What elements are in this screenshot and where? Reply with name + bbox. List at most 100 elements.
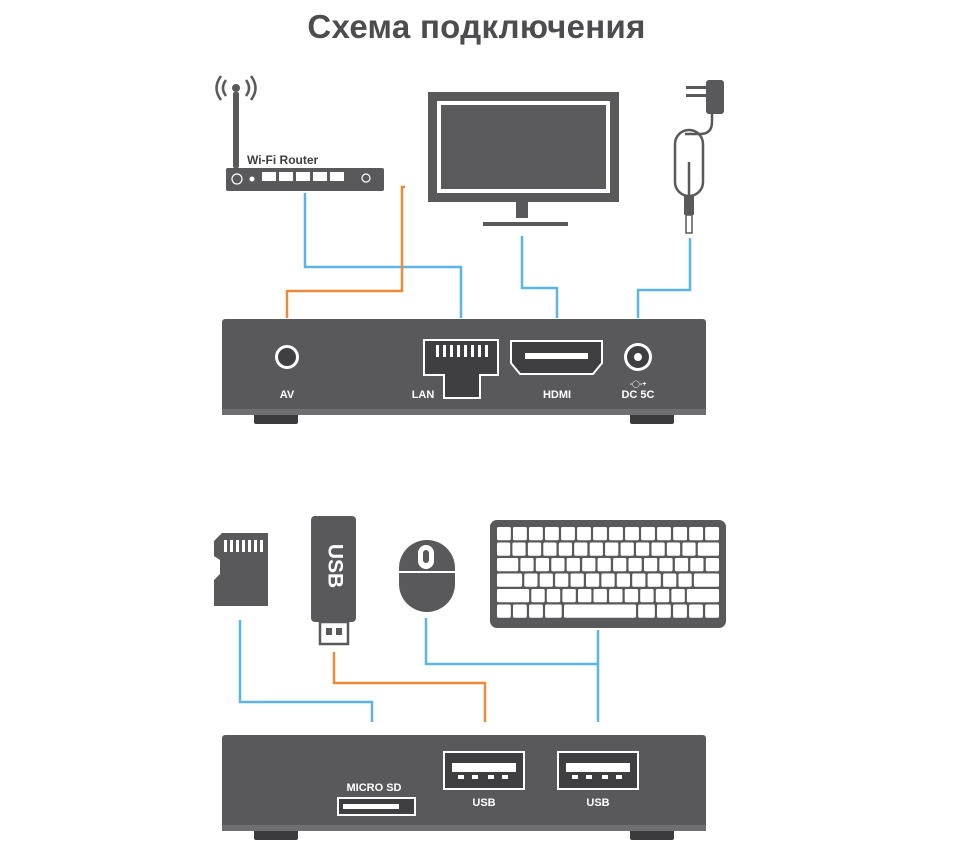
keyboard-key xyxy=(586,573,600,587)
keyboard-key xyxy=(632,573,646,587)
av-cable xyxy=(285,185,405,318)
keyboard-key xyxy=(601,573,615,587)
keyboard-key xyxy=(624,589,639,603)
keyboard-key xyxy=(674,558,689,572)
keyboard-key xyxy=(589,542,603,556)
keyboard-key xyxy=(657,604,671,618)
keyboard-key xyxy=(689,604,703,618)
keyboard-key xyxy=(558,542,572,556)
page-title: Схема подключения xyxy=(307,8,646,45)
usb-stick-cable xyxy=(332,652,487,722)
usb-stick-label: USB xyxy=(323,544,346,588)
keyboard-key xyxy=(655,589,670,603)
keyboard-key xyxy=(686,589,719,603)
keyboard-key xyxy=(578,589,592,603)
av-label: AV xyxy=(280,389,295,401)
power-cable xyxy=(636,238,692,318)
cables-top xyxy=(285,185,692,318)
usb-port-1: USB xyxy=(443,751,525,809)
keyboard-key xyxy=(527,542,542,556)
usb-flash-drive-icon: USB xyxy=(311,516,356,646)
keyboard-key xyxy=(512,542,526,556)
keyboard-key xyxy=(513,604,527,618)
bottom-device: MICRO SD USB U xyxy=(222,735,706,840)
keyboard-key xyxy=(497,542,511,556)
keyboard-key xyxy=(644,558,658,572)
lan-cable xyxy=(303,193,463,318)
keyboard-key xyxy=(671,589,685,603)
keyboard-key xyxy=(689,527,703,541)
dc-label: DC 5C xyxy=(621,389,654,401)
keyboard-key xyxy=(705,604,719,618)
keyboard-key xyxy=(546,589,561,603)
top-device: AV LAN HDMI xyxy=(222,319,706,424)
keyboard-key xyxy=(605,542,619,556)
keyboard-key xyxy=(524,573,538,587)
keyboard-key xyxy=(574,542,588,556)
keyboard-key xyxy=(513,527,527,541)
monitor-icon xyxy=(428,92,619,226)
hdmi-cable xyxy=(520,236,559,318)
keyboard-key xyxy=(497,604,511,618)
keyboard-key xyxy=(593,589,607,603)
keyboard-key xyxy=(641,527,655,541)
keyboard-key xyxy=(678,573,692,587)
keyboard-key xyxy=(673,527,687,541)
keyboard-key xyxy=(539,573,553,587)
keyboard-key xyxy=(666,542,681,556)
lan-label: LAN xyxy=(412,389,435,401)
keyboard-key xyxy=(566,558,580,572)
keyboard-key xyxy=(561,527,575,541)
keyboard-key xyxy=(640,589,654,603)
keyboard-key xyxy=(562,589,576,603)
keyboard-key xyxy=(609,527,623,541)
keyboard-key xyxy=(564,604,636,618)
keyboard-key xyxy=(529,527,543,541)
keyboard-key xyxy=(577,527,591,541)
keyboard-key xyxy=(497,589,530,603)
keyboard-key xyxy=(673,604,687,618)
keyboard-keys xyxy=(497,527,719,618)
keyboard-key xyxy=(628,558,642,572)
keyboard-key xyxy=(697,542,719,556)
usb-port-2: USB xyxy=(557,751,639,809)
usb-port-2-label: USB xyxy=(586,797,609,809)
mouse-cable xyxy=(424,618,598,666)
keyboard-key xyxy=(613,558,627,572)
usb-port-1-label: USB xyxy=(472,797,495,809)
keyboard-key xyxy=(551,558,565,572)
router-label: Wi-Fi Router xyxy=(247,153,319,167)
keyboard-key xyxy=(555,573,569,587)
keyboard-key xyxy=(663,573,677,587)
keyboard-key xyxy=(659,558,673,572)
keyboard-key xyxy=(543,542,557,556)
keyboard-key xyxy=(609,589,623,603)
keyboard-key xyxy=(535,558,549,572)
keyboard-icon xyxy=(490,520,726,628)
keyboard-key xyxy=(625,527,639,541)
keyboard-key xyxy=(620,542,634,556)
microsd-cable xyxy=(238,620,374,722)
keyboard-key xyxy=(638,604,655,618)
keyboard-key xyxy=(616,573,630,587)
hdmi-label: HDMI xyxy=(543,389,571,401)
keyboard-key xyxy=(682,542,696,556)
keyboard-key xyxy=(593,527,607,541)
wifi-router-icon: Wi-Fi Router xyxy=(215,75,384,191)
keyboard-key xyxy=(693,573,719,587)
keyboard-key xyxy=(529,604,543,618)
keyboard-key xyxy=(690,558,704,572)
dc-polarity-label: -◯-+ xyxy=(630,380,647,388)
keyboard-key xyxy=(520,558,534,572)
keyboard-key xyxy=(582,558,596,572)
keyboard-key xyxy=(545,527,559,541)
keyboard-key xyxy=(647,573,661,587)
keyboard-key xyxy=(497,573,523,587)
keyboard-key xyxy=(497,527,511,541)
microsd-slot: MICRO SD xyxy=(337,782,416,816)
dc-port: -◯-+ DC 5C xyxy=(621,343,655,401)
keyboard-key xyxy=(497,558,519,572)
keyboard-key xyxy=(705,558,719,572)
keyboard-key xyxy=(705,527,719,541)
